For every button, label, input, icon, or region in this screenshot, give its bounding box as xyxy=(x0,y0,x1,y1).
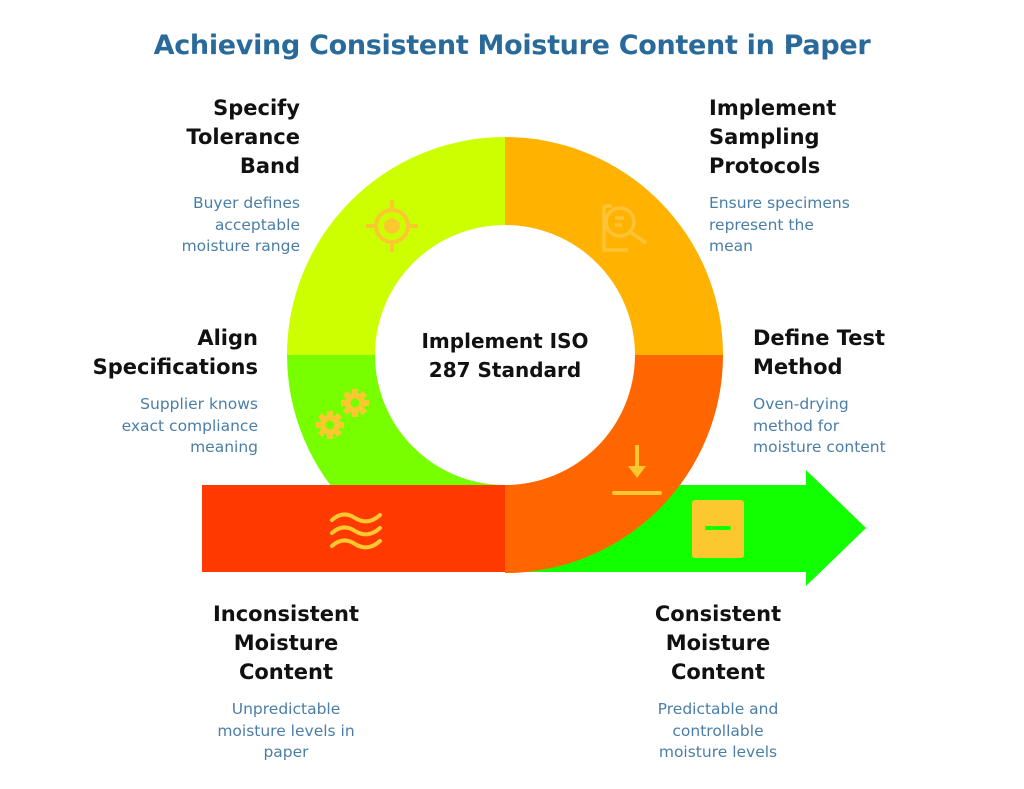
step-specify-tolerance-band: Specify Tolerance Band Buyer defines acc… xyxy=(100,94,300,258)
waves-icon xyxy=(330,512,382,550)
quadrant-top-left xyxy=(287,137,505,355)
step-heading: Align Specifications xyxy=(92,326,258,379)
end-state: Consistent Moisture Content Predictable … xyxy=(608,600,828,764)
target-icon xyxy=(366,200,418,252)
quadrant-bottom-left xyxy=(287,355,505,510)
quadrant-top-right xyxy=(505,137,723,355)
document-search-icon xyxy=(602,204,647,252)
minus-box-icon xyxy=(692,500,744,558)
step-description: Buyer defines acceptable moisture range xyxy=(181,194,300,255)
step-heading: Implement Sampling Protocols xyxy=(709,96,837,178)
download-icon xyxy=(612,445,662,495)
step-align-specifications: Align Specifications Supplier knows exac… xyxy=(40,324,258,459)
step-heading: Specify Tolerance Band xyxy=(186,96,300,178)
quadrant-bottom-right xyxy=(505,355,723,573)
start-description: Unpredictable moisture levels in paper xyxy=(217,700,355,761)
step-description: Supplier knows exact compliance meaning xyxy=(121,395,258,456)
end-description: Predictable and controllable moisture le… xyxy=(657,700,779,761)
end-heading: Consistent Moisture Content xyxy=(654,602,782,684)
step-implement-sampling-protocols: Implement Sampling Protocols Ensure spec… xyxy=(709,94,929,258)
start-heading: Inconsistent Moisture Content xyxy=(212,602,360,684)
start-state: Inconsistent Moisture Content Unpredicta… xyxy=(176,600,396,764)
step-description: Oven-drying method for moisture content xyxy=(753,395,886,456)
center-label: Implement ISO 287 Standard xyxy=(421,329,589,382)
step-heading: Define Test Method xyxy=(753,326,886,379)
page-title: Achieving Consistent Moisture Content in… xyxy=(153,30,871,61)
step-description: Ensure specimens represent the mean xyxy=(709,194,850,255)
step-define-test-method: Define Test Method Oven-drying method fo… xyxy=(753,324,973,459)
